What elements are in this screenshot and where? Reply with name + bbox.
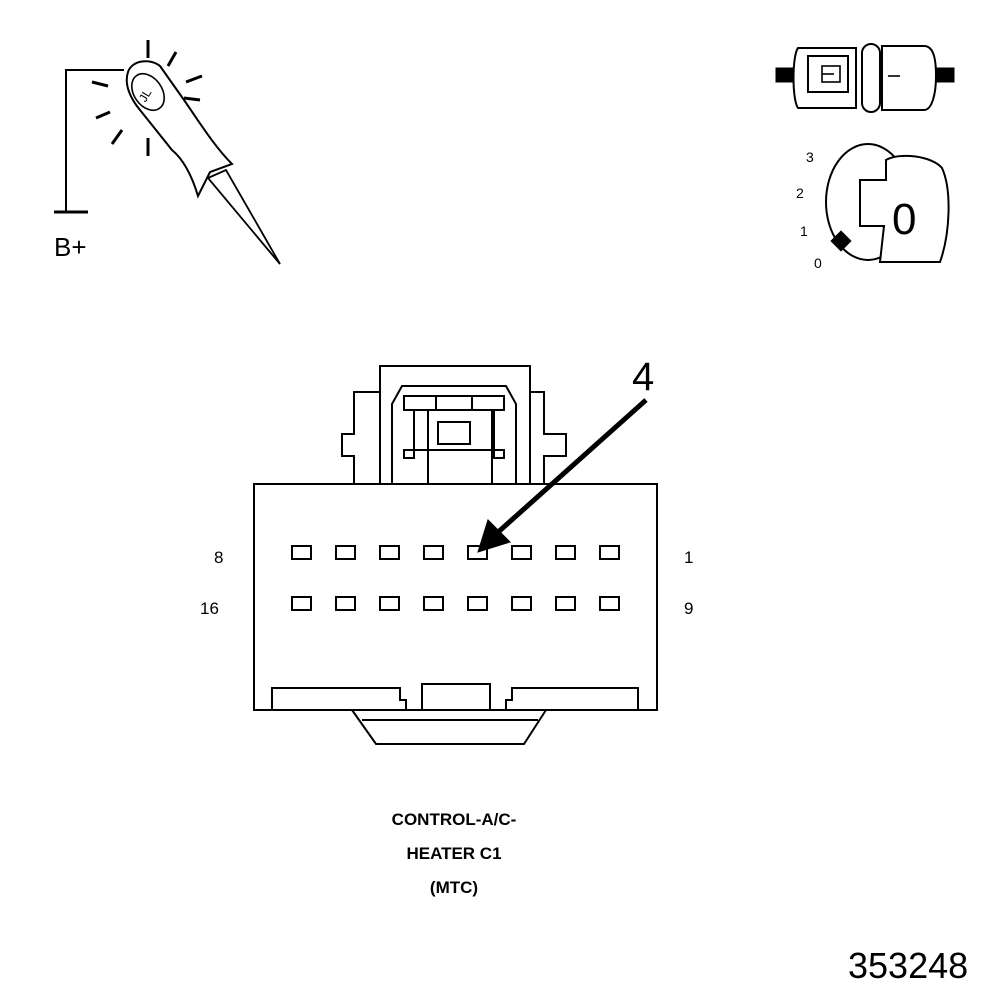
- ignition-position-3: 3: [806, 149, 814, 165]
- figure-id: 353248: [848, 945, 968, 986]
- pin-cavity-8: [291, 545, 312, 560]
- pin-cavity-9: [599, 596, 620, 611]
- pin-row-1: [291, 545, 620, 560]
- pin-cavity-15: [335, 596, 356, 611]
- caption-line-3: (MTC): [430, 878, 478, 897]
- pin-label-row2-left: 16: [200, 599, 219, 618]
- pin-cavity-3: [511, 545, 532, 560]
- svg-text:0: 0: [892, 195, 916, 244]
- caption-line-2: HEATER C1: [406, 844, 501, 863]
- connector-body: [253, 365, 658, 745]
- callout-number: 4: [632, 355, 654, 399]
- b-plus-label: B+: [54, 232, 87, 262]
- callout-arrow: [477, 398, 648, 553]
- pin-cavity-13: [423, 596, 444, 611]
- pin-label-row1-right: 1: [684, 548, 693, 567]
- pin-cavity-10: [555, 596, 576, 611]
- pin-row-2: [291, 596, 620, 611]
- ignition-position-1: 1: [800, 223, 808, 239]
- ignition-key-icon: 0: [825, 143, 950, 263]
- connector-disconnected-icon: [775, 43, 955, 113]
- pin-cavity-16: [291, 596, 312, 611]
- pin-cavity-7: [335, 545, 356, 560]
- pin-label-row2-right: 9: [684, 599, 693, 618]
- pin-cavity-4: [467, 545, 488, 560]
- pin-cavity-14: [379, 596, 400, 611]
- test-light-icon: JL: [54, 40, 281, 265]
- pin-cavity-1: [599, 545, 620, 560]
- pin-cavity-5: [423, 545, 444, 560]
- ignition-position-0: 0: [814, 255, 822, 271]
- ignition-position-2: 2: [796, 185, 804, 201]
- caption-line-1: CONTROL-A/C-: [392, 810, 517, 829]
- pin-cavity-12: [467, 596, 488, 611]
- pin-cavity-2: [555, 545, 576, 560]
- pin-cavity-6: [379, 545, 400, 560]
- pin-label-row1-left: 8: [214, 548, 223, 567]
- pin-cavity-11: [511, 596, 532, 611]
